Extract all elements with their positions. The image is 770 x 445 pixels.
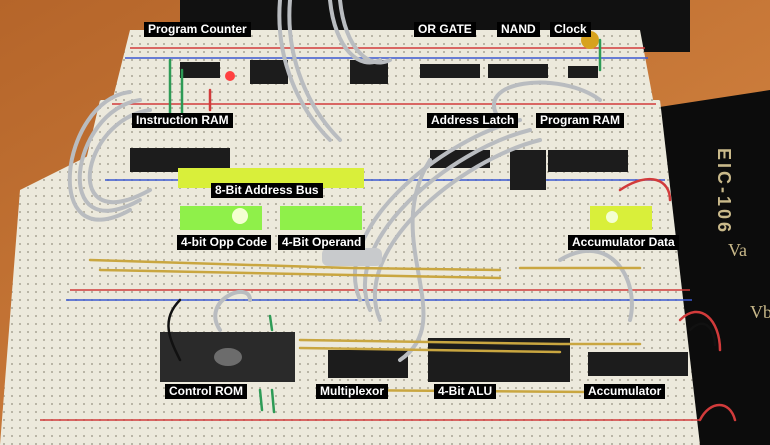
breadboard-left-strip — [0, 150, 100, 445]
label-multiplexor: Multiplexor — [316, 384, 389, 399]
label-address-bus: 8-Bit Address Bus — [211, 183, 323, 198]
label-operand: 4-Bit Operand — [278, 235, 366, 250]
label-program-counter: Program Counter — [144, 22, 251, 37]
eprom-window — [214, 348, 242, 366]
svg-text:Va: Va — [728, 240, 747, 260]
cable-tie — [322, 248, 382, 266]
label-instruction-ram: Instruction RAM — [132, 113, 233, 128]
label-opp-code: 4-bit Opp Code — [177, 235, 271, 250]
label-clock: Clock — [550, 22, 591, 37]
label-accumulator: Accumulator — [584, 384, 666, 399]
label-or-gate: OR GATE — [414, 22, 476, 37]
label-alu: 4-Bit ALU — [434, 384, 497, 399]
label-nand: NAND — [497, 22, 540, 37]
svg-text:EIC-106: EIC-106 — [714, 148, 734, 235]
label-address-latch: Address Latch — [427, 113, 519, 128]
trainer-panel-print: EIC-106 Va Vb — [714, 148, 770, 322]
svg-text:Vb: Vb — [750, 302, 770, 322]
power-rails — [40, 47, 700, 421]
trainer-panel — [640, 90, 770, 445]
label-program-ram: Program RAM — [536, 113, 625, 128]
label-accumulator-data: Accumulator Data — [568, 235, 679, 250]
label-control-rom: Control ROM — [165, 384, 247, 399]
ribbon-cables — [67, 0, 634, 362]
